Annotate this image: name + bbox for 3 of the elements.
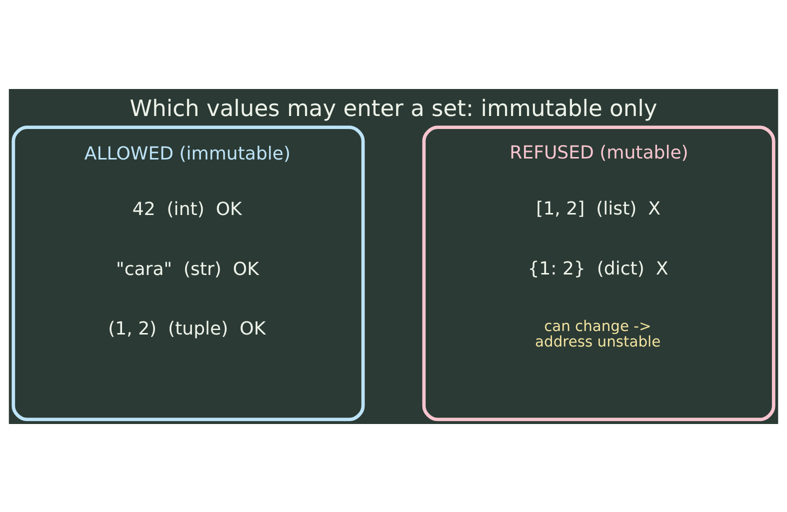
node-box: ALLOWED (immutable) 42 (int) OK "cara" (str) OK (1, 2) (tuple) OK (12, 125, 365, 421)
diagram-title: Which values may enter a set: immutable only (130, 96, 658, 122)
node-box: REFUSED (mutable) [1, 2] (list) X {1: 2} (dict) X can change -> address unstable (422, 125, 776, 421)
